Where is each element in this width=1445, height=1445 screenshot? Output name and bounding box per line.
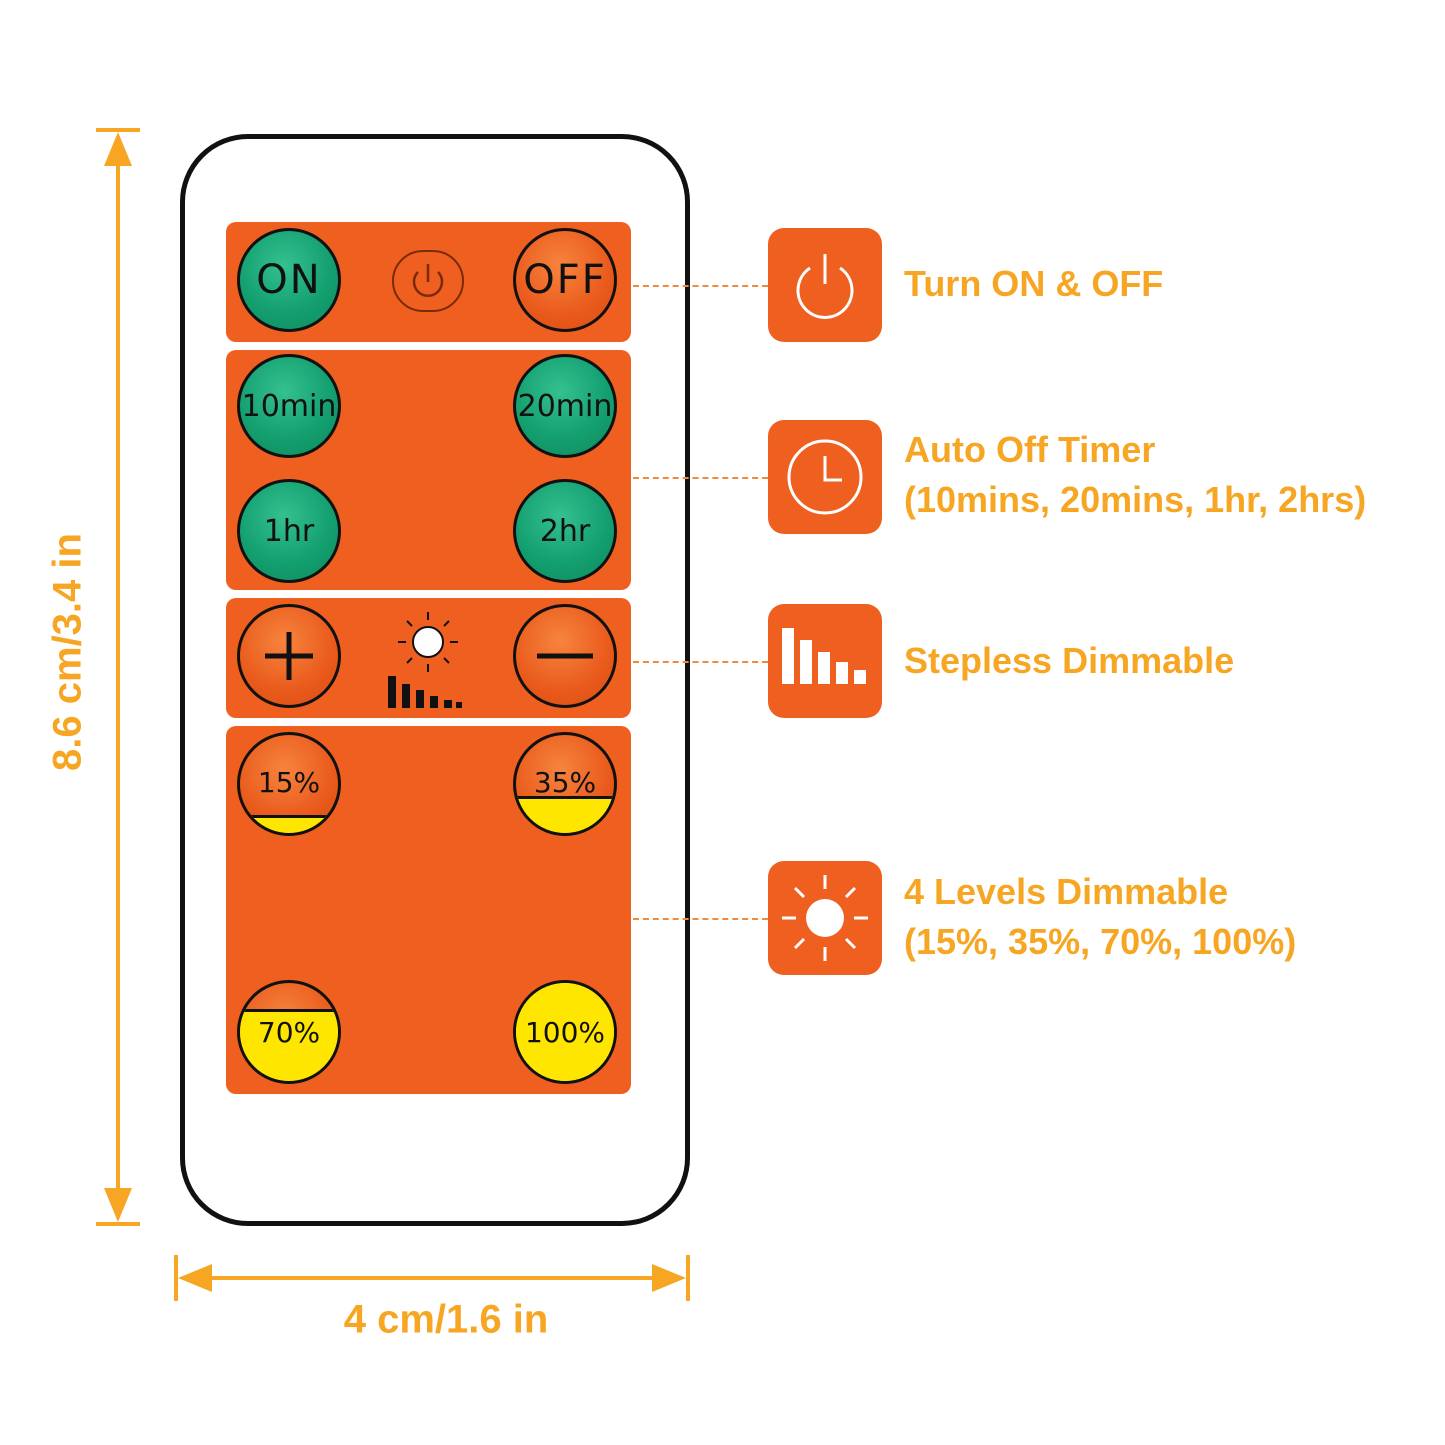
timer-20min-label: 20min [518, 389, 613, 424]
height-label: 8.6 cm/3.4 in [46, 533, 91, 771]
level-70-label: 70% [258, 1016, 320, 1049]
callout-stepless-line1: Stepless Dimmable [904, 636, 1234, 686]
callout-levels-line2: (15%, 35%, 70%, 100%) [904, 917, 1296, 967]
callout-timer-text: Auto Off Timer (10mins, 20mins, 1hr, 2hr… [904, 425, 1366, 525]
timer-1hr-label: 1hr [264, 514, 314, 549]
width-dim-right-cap [686, 1255, 690, 1301]
callout-power-connector [633, 285, 768, 287]
width-dim-arrow-right [652, 1264, 686, 1292]
callout-power-text: Turn ON & OFF [904, 259, 1163, 309]
level-15-button[interactable]: 15% [237, 732, 341, 836]
level-15-label: 15% [258, 766, 320, 799]
timer-2hr-button[interactable]: 2hr [513, 479, 617, 583]
power-icon [390, 248, 466, 314]
clock-icon [768, 420, 882, 534]
callout-timer-line1: Auto Off Timer [904, 425, 1366, 475]
callout-power-icon-box [768, 228, 882, 342]
callout-stepless-icon-box [768, 604, 882, 718]
level-100-label: 100% [525, 1016, 605, 1049]
height-dim-arrow-up [104, 132, 132, 166]
timer-2hr-label: 2hr [540, 514, 590, 549]
level-35-fill [516, 796, 614, 833]
level-35-button[interactable]: 35% [513, 732, 617, 836]
callout-levels-icon-box [768, 861, 882, 975]
callout-stepless-text: Stepless Dimmable [904, 636, 1234, 686]
bar-chart-icon [768, 604, 882, 718]
brightness-down-button[interactable] [513, 604, 617, 708]
power-icon [768, 228, 882, 342]
callout-timer-connector [633, 477, 768, 479]
callout-levels-connector [633, 918, 768, 920]
dimming-bars-icon [386, 676, 466, 708]
callout-power-line1: Turn ON & OFF [904, 259, 1163, 309]
height-dim-bottom-cap [96, 1222, 140, 1226]
width-dim-line [204, 1276, 660, 1280]
on-button-label: ON [256, 257, 321, 303]
callout-levels-line1: 4 Levels Dimmable [904, 867, 1296, 917]
width-label: 4 cm/1.6 in [344, 1298, 549, 1343]
plus-icon [259, 626, 319, 686]
callout-stepless-connector [633, 661, 768, 663]
height-dim-line [116, 160, 120, 1196]
callout-levels-text: 4 Levels Dimmable (15%, 35%, 70%, 100%) [904, 867, 1296, 967]
level-100-button[interactable]: 100% [513, 980, 617, 1084]
on-button[interactable]: ON [237, 228, 341, 332]
level-70-button[interactable]: 70% [237, 980, 341, 1084]
level-35-label: 35% [534, 766, 596, 799]
minus-icon [533, 624, 597, 688]
timer-10min-label: 10min [242, 389, 337, 424]
width-dim-arrow-left [178, 1264, 212, 1292]
off-button[interactable]: OFF [513, 228, 617, 332]
timer-1hr-button[interactable]: 1hr [237, 479, 341, 583]
sun-icon [768, 861, 882, 975]
off-button-label: OFF [523, 257, 607, 303]
timer-20min-button[interactable]: 20min [513, 354, 617, 458]
brightness-up-button[interactable] [237, 604, 341, 708]
callout-timer-line2: (10mins, 20mins, 1hr, 2hrs) [904, 475, 1366, 525]
callout-timer-icon-box [768, 420, 882, 534]
level-15-fill [240, 815, 338, 833]
height-dim-arrow-down [104, 1188, 132, 1222]
timer-10min-button[interactable]: 10min [237, 354, 341, 458]
